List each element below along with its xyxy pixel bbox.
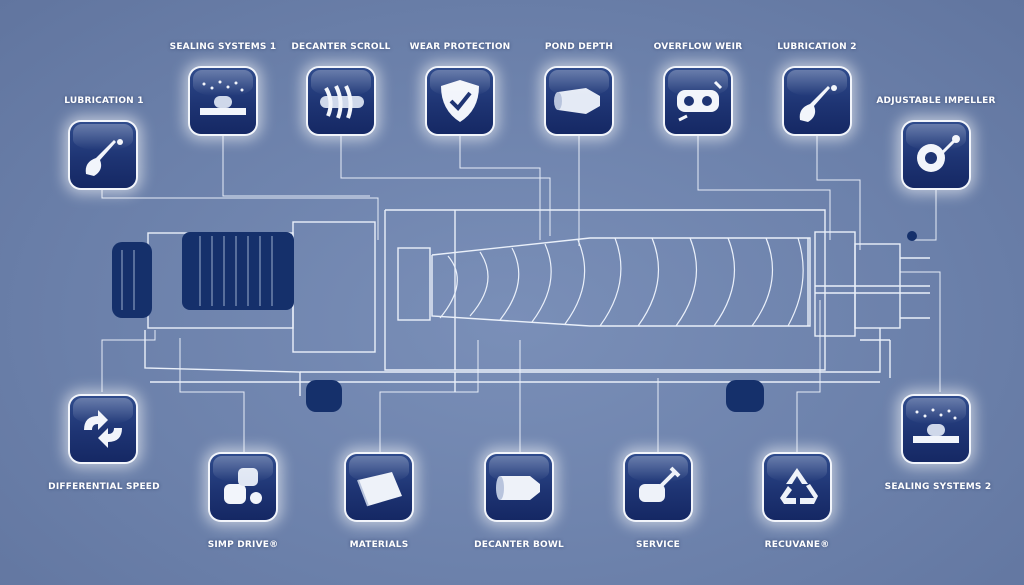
label-decanter-bowl: DECANTER BOWL (474, 540, 564, 550)
sealing-systems-1-button[interactable] (190, 68, 256, 134)
label-decanter-scroll: DECANTER SCROLL (291, 42, 391, 52)
label-sealing-systems-2: SEALING SYSTEMS 2 (884, 482, 992, 492)
decanter-bowl-button[interactable] (486, 454, 552, 520)
weir-plate-icon (677, 80, 723, 122)
recuvane-button[interactable] (764, 454, 830, 520)
scroll-icon (320, 85, 364, 119)
lubrication-2-button[interactable] (784, 68, 850, 134)
overflow-weir-button[interactable] (665, 68, 731, 134)
motor-parts (112, 232, 764, 412)
label-lubrication-1: LUBRICATION 1 (64, 96, 144, 106)
label-lubrication-2: LUBRICATION 2 (777, 42, 857, 52)
label-service: SERVICE (635, 540, 681, 550)
materials-button[interactable] (346, 454, 412, 520)
wrench-hand-icon (639, 466, 681, 502)
pond-depth-button[interactable] (546, 68, 612, 134)
label-differential-speed: DIFFERENTIAL SPEED (48, 482, 160, 492)
impeller-icon (917, 135, 960, 172)
shield-check-icon (441, 80, 479, 122)
service-button[interactable] (625, 454, 691, 520)
bowl-icon (496, 476, 540, 500)
adjustable-impeller-button[interactable] (903, 122, 969, 188)
impeller-knob (907, 231, 917, 241)
cone-icon (554, 88, 600, 114)
seal-icon (913, 408, 959, 443)
differential-speed-button[interactable] (70, 396, 136, 462)
lubrication-1-button[interactable] (70, 122, 136, 188)
decanter-scroll-button[interactable] (308, 68, 374, 134)
simp-drive-button[interactable] (210, 454, 276, 520)
label-simp-drive: SIMP DRIVE® (207, 540, 279, 550)
label-adjustable-impeller: ADJUSTABLE IMPELLER (876, 96, 996, 106)
label-recuvane: RECUVANE® (764, 540, 830, 550)
label-materials: MATERIALS (349, 540, 409, 550)
oil-can-icon (799, 85, 837, 122)
wear-protection-button[interactable] (427, 68, 493, 134)
gear-drive-icon (224, 468, 262, 504)
sealing-systems-2-button[interactable] (903, 396, 969, 462)
seal-icon (200, 80, 246, 115)
rotation-arrows-icon (84, 410, 122, 448)
scroll-flights (439, 237, 804, 327)
label-wear-protection: WEAR PROTECTION (409, 42, 511, 52)
motor-fins (121, 236, 273, 310)
label-overflow-weir: OVERFLOW WEIR (653, 42, 743, 52)
oil-can-icon (85, 139, 123, 176)
recycle-icon (780, 468, 818, 504)
label-pond-depth: POND DEPTH (544, 42, 614, 52)
connector-lines (101, 125, 941, 452)
label-sealing-systems-1: SEALING SYSTEMS 1 (169, 42, 277, 52)
material-sheet-icon (357, 472, 402, 507)
